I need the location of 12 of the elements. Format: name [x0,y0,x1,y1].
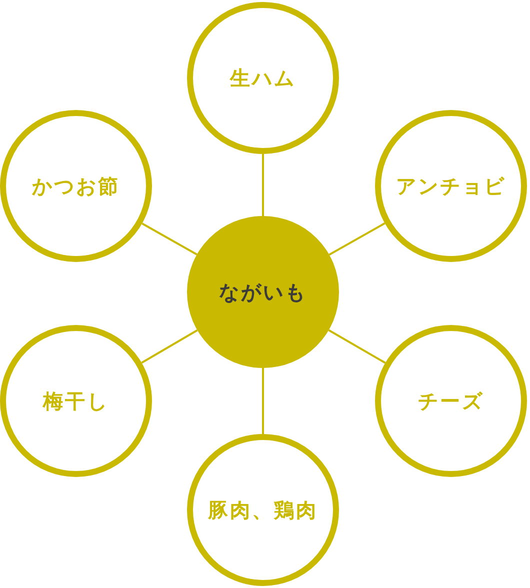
ingredient-label: 梅干し [43,389,109,413]
ingredient-label: かつお節 [32,174,120,198]
ingredient-label: 生ハム [230,66,296,90]
connector-line [262,154,264,216]
connector-line [142,222,198,256]
topic-label: ながいも [219,280,307,304]
connector-line [262,368,264,434]
connector-line [328,222,386,256]
ingredient-label: 豚肉、鶏肉 [208,498,318,522]
ingredient-label: チーズ [418,389,484,413]
connector-line [141,329,198,364]
ingredient-label: アンチョビ [396,174,506,198]
